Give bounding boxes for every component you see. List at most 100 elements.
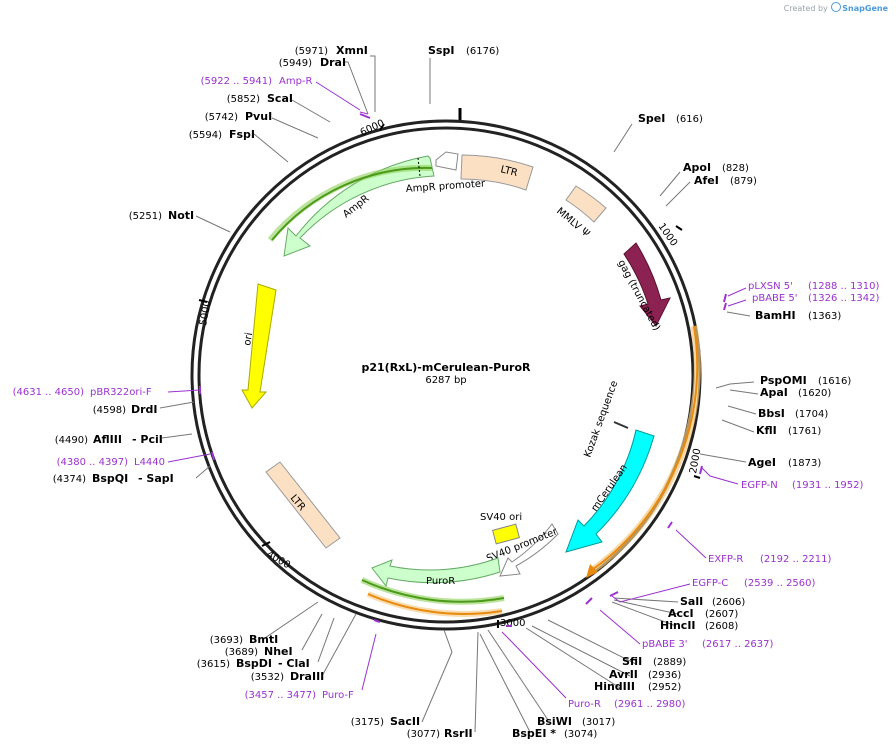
puror-feature	[371, 557, 501, 588]
site-sspi-pos: (6176)	[466, 46, 499, 57]
site-sfii-pos: (2889)	[653, 657, 686, 668]
site-rsrii-pos: (3077)	[407, 729, 440, 740]
site-drai-name[interactable]: DraI	[320, 56, 346, 69]
site-hindiii-name[interactable]: HindIII	[594, 680, 635, 693]
snapgene-credit: Created by SnapGene	[784, 2, 888, 13]
site-pvui-pos: (5742)	[205, 112, 238, 123]
plasmid-length: 6287 bp	[425, 375, 466, 386]
site-bspqi-name[interactable]: BspQI	[92, 472, 128, 485]
site-spei-pos: (616)	[676, 114, 703, 125]
primer-plxsn-pos: (1288 .. 1310)	[808, 281, 880, 292]
site-bspei-name[interactable]: BspEI *	[512, 727, 556, 740]
site-bsiwi-pos: (3017)	[582, 717, 615, 728]
primer-pbabe5-pos: (1326 .. 1342)	[808, 293, 880, 304]
ori-label: ori	[242, 332, 255, 347]
site-fspi-pos: (5594)	[189, 130, 222, 141]
site-apoi-pos: (828)	[722, 163, 749, 174]
mcerulean-feature	[565, 429, 655, 553]
credit-text: Created by	[783, 4, 828, 13]
site-afliii-name[interactable]: AflIII	[93, 433, 122, 446]
primer-ampr-name[interactable]: Amp-R	[279, 76, 313, 87]
ampr-dotted-mark	[417, 157, 421, 177]
site-scai-name[interactable]: ScaI	[267, 92, 293, 105]
tick-label-3000: 3000	[500, 618, 525, 629]
primer-egfpn-name[interactable]: EGFP-N	[741, 480, 778, 491]
site-bmti-name[interactable]: BmtI	[249, 633, 278, 646]
site-sacii-name[interactable]: SacII	[390, 715, 420, 728]
kozak-mark	[613, 421, 629, 429]
site-sacii-pos: (3175)	[351, 717, 384, 728]
site-hincii-pos: (2608)	[705, 621, 738, 632]
site-drai-pos: (5949)	[279, 58, 312, 69]
primer-pbr322-name[interactable]: pBR322ori-F	[90, 387, 152, 398]
site-sspi-name[interactable]: SspI	[428, 44, 454, 57]
primer-egfpc-name[interactable]: EGFP-C	[692, 578, 728, 589]
site-afei-name[interactable]: AfeI	[694, 174, 719, 187]
site-afliii-name2[interactable]: - PciI	[132, 433, 163, 446]
site-rsrii-name[interactable]: RsrII	[444, 727, 473, 740]
site-bsiwi-name[interactable]: BsiWI	[537, 715, 572, 728]
sv40-promoter-feature	[499, 523, 559, 577]
site-nhei-pos: (3689)	[225, 647, 258, 658]
site-bspqi-pos: (4374)	[53, 474, 86, 485]
site-avrii-name[interactable]: AvrII	[609, 668, 638, 681]
ampr-promoter-feature	[435, 151, 459, 171]
sv40-ori-label: SV40 ori	[480, 512, 522, 523]
site-pvui-name[interactable]: PvuI	[245, 110, 272, 123]
primer-plxsn-name[interactable]: pLXSN 5'	[748, 281, 793, 292]
tick-label-4000: 4000	[265, 549, 293, 571]
site-sali-pos: (2606)	[712, 597, 745, 608]
primer-l4440-pos: (4380 .. 4397)	[57, 457, 129, 468]
site-bspdi-name[interactable]: BspDI	[236, 657, 272, 670]
primer-purof-pos: (3457 .. 3477)	[245, 690, 317, 701]
tick-label-2000: 2000	[688, 448, 703, 475]
site-bspqi-name2[interactable]: - SapI	[138, 472, 174, 485]
primer-leader-lines	[167, 81, 747, 699]
site-sali-name[interactable]: SalI	[680, 595, 703, 608]
site-agei-pos: (1873)	[788, 458, 821, 469]
site-noti-name[interactable]: NotI	[168, 209, 194, 222]
ltr-top-label: LTR	[499, 164, 518, 179]
site-bspdi-name2[interactable]: - ClaI	[278, 657, 310, 670]
primer-puror-name[interactable]: Puro-R	[568, 699, 601, 710]
site-apoi-name[interactable]: ApoI	[683, 161, 711, 174]
site-nhei-name[interactable]: NheI	[264, 645, 293, 658]
green-arc-bottom	[361, 579, 505, 603]
site-bamhi-name[interactable]: BamHI	[755, 309, 796, 322]
plasmid-name: p21(RxL)-mCerulean-PuroR	[361, 361, 531, 374]
orange-arc-right	[591, 325, 699, 571]
primer-pbabe5-name[interactable]: pBABE 5'	[752, 293, 798, 304]
site-apai-name[interactable]: ApaI	[760, 386, 788, 399]
site-apai-pos: (1620)	[798, 388, 831, 399]
site-drdi-name[interactable]: DrdI	[131, 403, 158, 416]
site-acci-pos: (2607)	[705, 609, 738, 620]
site-bspei-pos: (3074)	[564, 729, 597, 740]
site-hincii-name[interactable]: HincII	[660, 619, 696, 632]
site-bmti-pos: (3693)	[210, 635, 243, 646]
site-fspi-name[interactable]: FspI	[229, 128, 255, 141]
primer-pbr322-pos: (4631 .. 4650)	[13, 387, 85, 398]
site-agei-name[interactable]: AgeI	[748, 456, 776, 469]
primer-purof-name[interactable]: Puro-F	[322, 690, 354, 701]
site-kfli-name[interactable]: KflI	[756, 424, 777, 437]
primer-egfpc-pos: (2539 .. 2560)	[744, 578, 816, 589]
sv40-ori-feature	[491, 523, 521, 545]
site-xmni-name[interactable]: XmnI	[336, 44, 368, 57]
site-spei-name[interactable]: SpeI	[638, 112, 665, 125]
primer-ampr-pos: (5922 .. 5941)	[201, 76, 273, 87]
site-draiii-name[interactable]: DraIII	[290, 670, 324, 683]
credit-brand: SnapGene	[842, 4, 888, 13]
site-hindiii-pos: (2952)	[648, 682, 681, 693]
primer-exfpr-name[interactable]: EXFP-R	[708, 554, 743, 565]
ltr-top-feature	[460, 154, 534, 191]
site-bbsi-name[interactable]: BbsI	[758, 407, 785, 420]
ampr-promoter-label: AmpR promoter	[405, 178, 486, 195]
ltr-bottom-feature	[265, 461, 341, 549]
site-pspomi-name[interactable]: PspOMI	[760, 374, 807, 387]
site-bamhi-pos: (1363)	[808, 311, 841, 322]
site-acci-name[interactable]: AccI	[668, 607, 694, 620]
primer-pbabe3-name[interactable]: pBABE 3'	[642, 639, 688, 650]
site-sfii-name[interactable]: SfiI	[622, 655, 642, 668]
primer-l4440-name[interactable]: L4440	[134, 457, 165, 468]
